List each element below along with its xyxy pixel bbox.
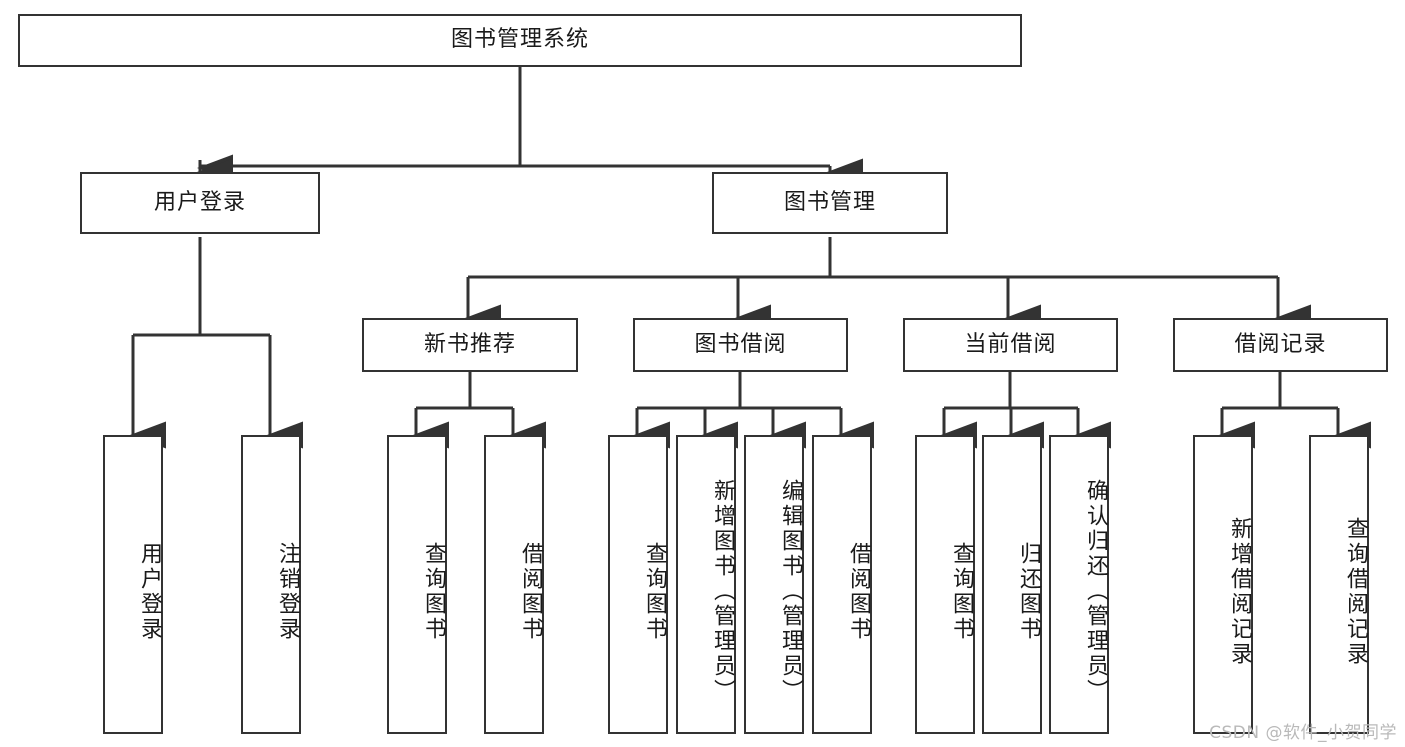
node-leaf-borrow-book-2-label: 借阅图书 bbox=[846, 541, 871, 642]
node-book-manage-label: 图书管理 bbox=[783, 189, 876, 215]
node-leaf-query-book-1[interactable]: 查询图书 bbox=[387, 435, 447, 734]
node-current-borrow[interactable]: 当前借阅 bbox=[903, 318, 1118, 372]
node-leaf-query-book-1-label: 查询图书 bbox=[421, 541, 446, 642]
node-leaf-add-book[interactable]: 新增图书（管理员） bbox=[676, 435, 736, 734]
node-user-login-label: 用户登录 bbox=[153, 189, 246, 215]
node-current-borrow-label: 当前借阅 bbox=[964, 331, 1057, 357]
node-borrow-record[interactable]: 借阅记录 bbox=[1173, 318, 1388, 372]
node-leaf-user-login-label: 用户登录 bbox=[137, 541, 162, 642]
node-new-book-recommend-label: 新书推荐 bbox=[423, 331, 516, 357]
node-root[interactable]: 图书管理系统 bbox=[18, 14, 1022, 67]
node-leaf-borrow-book-1-label: 借阅图书 bbox=[518, 541, 543, 642]
node-leaf-query-book-3[interactable]: 查询图书 bbox=[915, 435, 975, 734]
node-leaf-add-book-label: 新增图书（管理员） bbox=[710, 479, 735, 704]
node-root-label: 图书管理系统 bbox=[450, 27, 589, 53]
node-leaf-confirm-return[interactable]: 确认归还（管理员） bbox=[1049, 435, 1109, 734]
node-book-borrow-label: 图书借阅 bbox=[694, 331, 787, 357]
node-leaf-logout-login[interactable]: 注销登录 bbox=[241, 435, 301, 734]
watermark-text: CSDN @软件_小贺同学 bbox=[1209, 723, 1397, 743]
node-leaf-edit-book-label: 编辑图书（管理员） bbox=[778, 479, 803, 704]
node-leaf-confirm-return-label: 确认归还（管理员） bbox=[1083, 479, 1108, 704]
node-leaf-query-record[interactable]: 查询借阅记录 bbox=[1309, 435, 1369, 734]
node-leaf-query-record-label: 查询借阅记录 bbox=[1343, 516, 1368, 667]
node-borrow-record-label: 借阅记录 bbox=[1234, 331, 1327, 357]
node-user-login[interactable]: 用户登录 bbox=[80, 172, 320, 234]
node-leaf-logout-login-label: 注销登录 bbox=[275, 541, 300, 642]
node-leaf-user-login[interactable]: 用户登录 bbox=[103, 435, 163, 734]
node-book-borrow[interactable]: 图书借阅 bbox=[633, 318, 848, 372]
node-new-book-recommend[interactable]: 新书推荐 bbox=[362, 318, 578, 372]
node-leaf-borrow-book-2[interactable]: 借阅图书 bbox=[812, 435, 872, 734]
node-leaf-borrow-book-1[interactable]: 借阅图书 bbox=[484, 435, 544, 734]
node-leaf-query-book-2[interactable]: 查询图书 bbox=[608, 435, 668, 734]
node-leaf-return-book[interactable]: 归还图书 bbox=[982, 435, 1042, 734]
node-leaf-add-record-label: 新增借阅记录 bbox=[1227, 516, 1252, 667]
node-leaf-edit-book[interactable]: 编辑图书（管理员） bbox=[744, 435, 804, 734]
node-leaf-query-book-2-label: 查询图书 bbox=[642, 541, 667, 642]
node-leaf-add-record[interactable]: 新增借阅记录 bbox=[1193, 435, 1253, 734]
node-book-manage[interactable]: 图书管理 bbox=[712, 172, 948, 234]
node-leaf-return-book-label: 归还图书 bbox=[1016, 541, 1041, 642]
node-leaf-query-book-3-label: 查询图书 bbox=[949, 541, 974, 642]
